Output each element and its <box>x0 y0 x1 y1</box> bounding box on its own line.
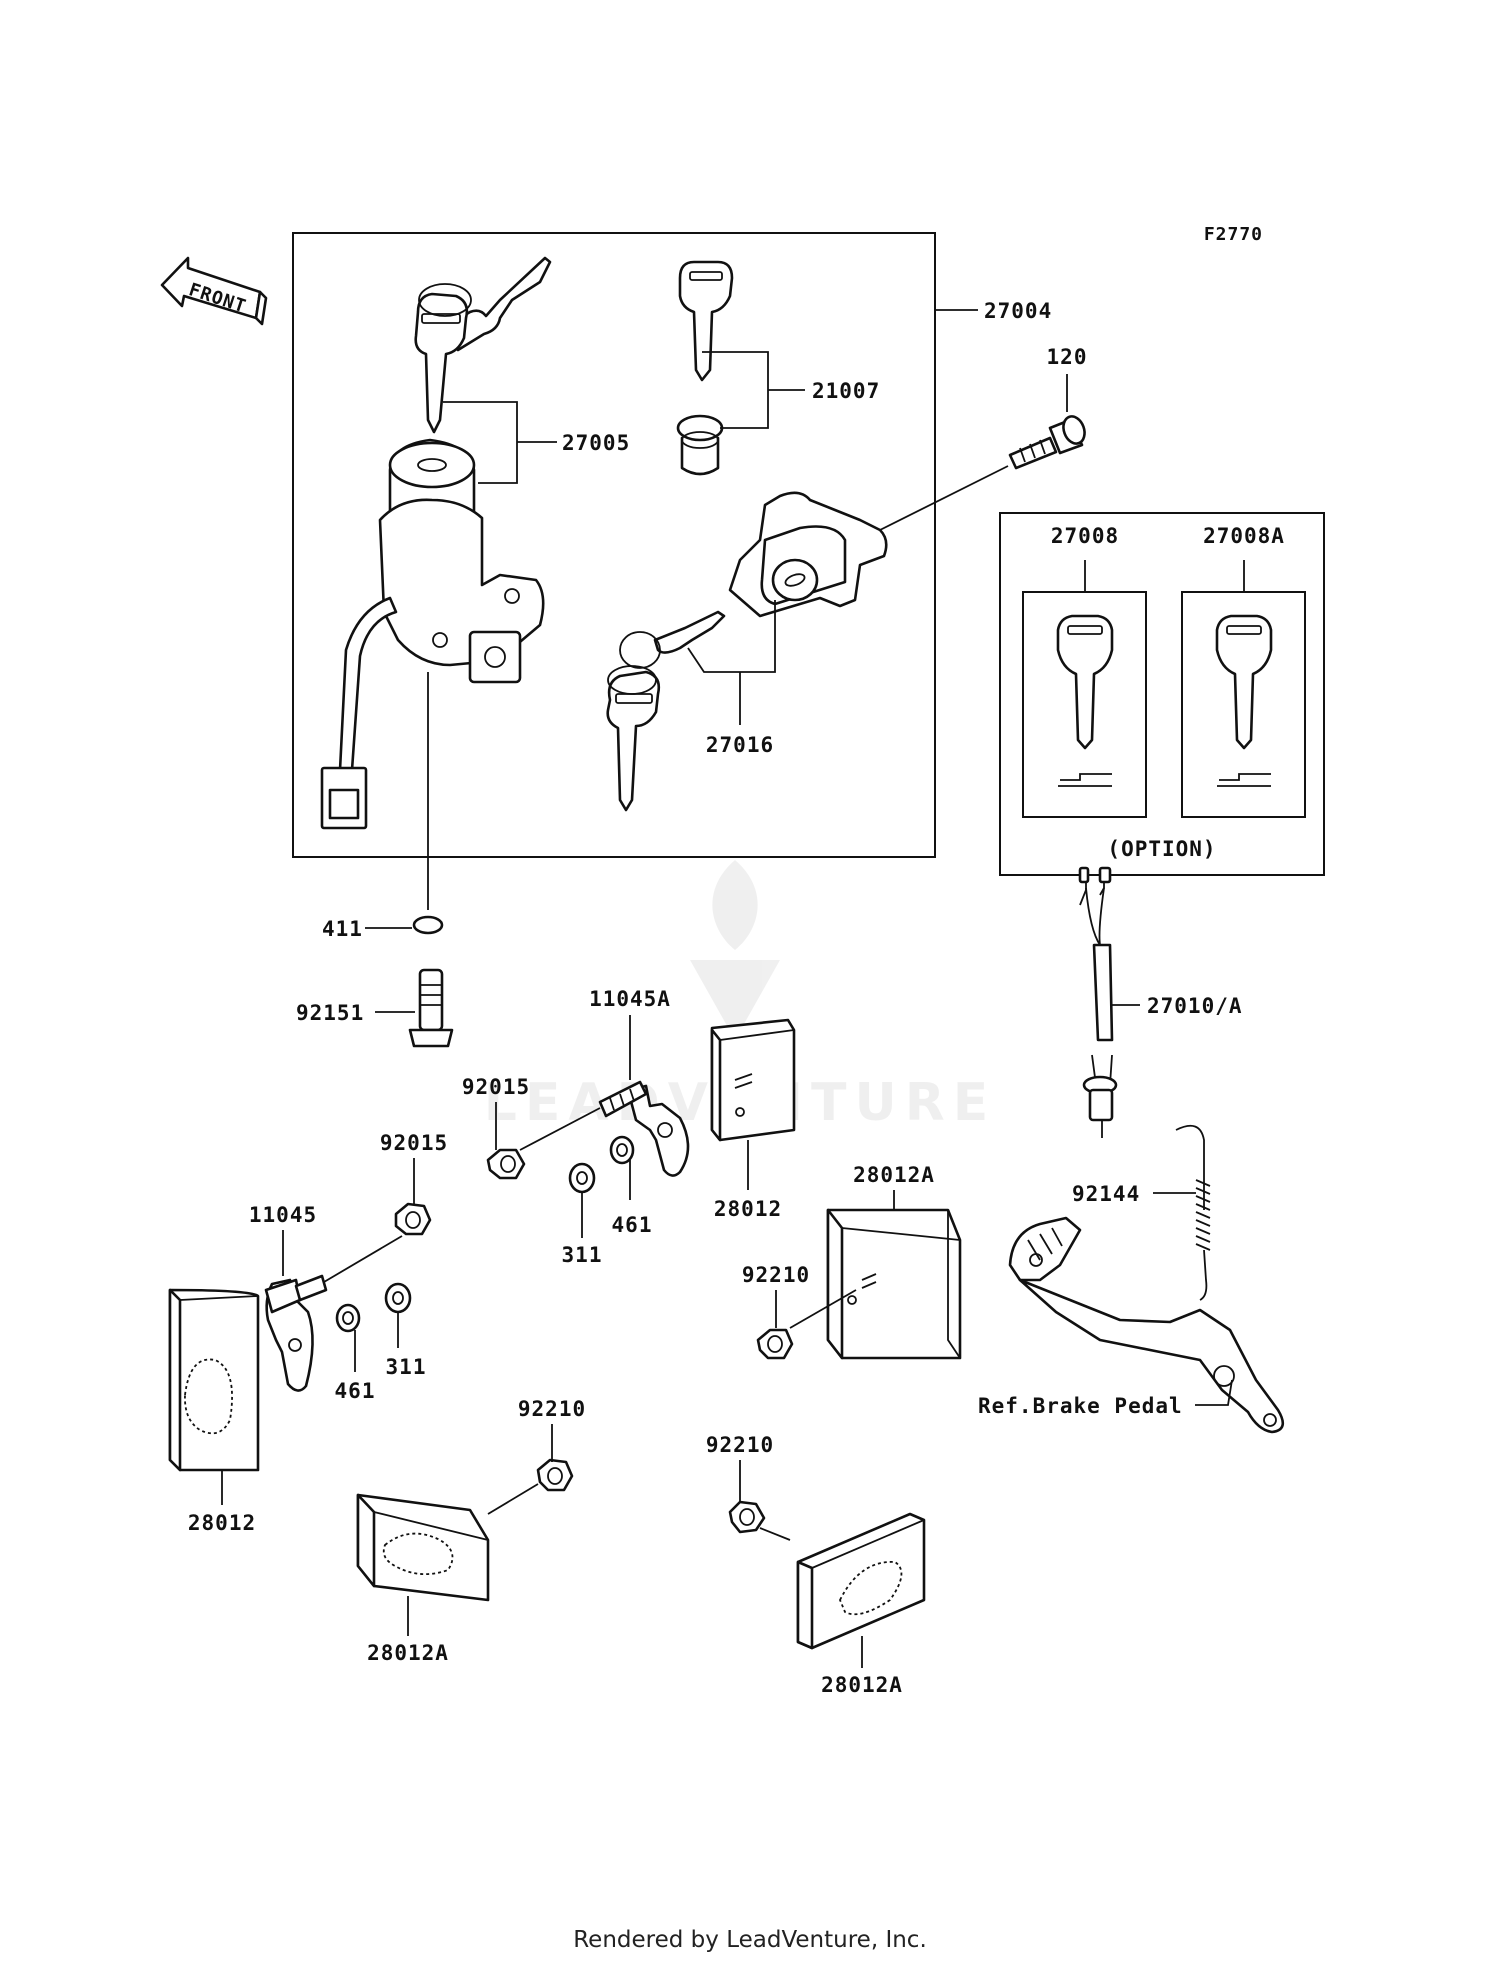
label-461-a[interactable]: 461 <box>612 1213 653 1237</box>
label-120[interactable]: 120 <box>1047 345 1088 369</box>
label-311-b[interactable]: 311 <box>386 1355 427 1379</box>
label-27008A[interactable]: 27008A <box>1203 524 1285 548</box>
lock-cylinder-21007-icon <box>676 414 724 476</box>
label-311-a[interactable]: 311 <box>562 1243 603 1267</box>
leader-27016 <box>687 600 776 725</box>
bracket-11045-icon <box>264 1274 328 1392</box>
label-92151[interactable]: 92151 <box>296 1001 364 1025</box>
label-461-b[interactable]: 461 <box>335 1379 376 1403</box>
reflector-28012-upper-icon <box>710 1018 796 1142</box>
bolt-path-b <box>323 1235 403 1283</box>
front-arrow-icon: FRONT <box>160 256 268 326</box>
reflector-28012A-middle-icon <box>356 1493 490 1602</box>
washer-461-a-icon <box>609 1135 635 1165</box>
figure-ref-code: F2770 <box>1204 224 1263 245</box>
label-21007[interactable]: 21007 <box>812 379 880 403</box>
nut-92015-b-icon <box>394 1202 432 1236</box>
nut-92015-a-icon <box>486 1148 526 1180</box>
label-92015-b[interactable]: 92015 <box>380 1131 448 1155</box>
ignition-switch-icon <box>320 438 545 830</box>
label-28012-b[interactable]: 28012 <box>188 1511 256 1535</box>
option-box <box>999 512 1325 876</box>
bolt-path-a <box>519 1107 601 1151</box>
label-27004[interactable]: 27004 <box>984 299 1052 323</box>
label-ref-brake-pedal[interactable]: Ref.Brake Pedal <box>978 1394 1183 1418</box>
washer-461-b-icon <box>335 1303 361 1333</box>
label-28012A-a[interactable]: 28012A <box>853 1163 935 1187</box>
bracket-11045A-icon <box>598 1080 690 1177</box>
label-28012A-c[interactable]: 28012A <box>821 1673 903 1697</box>
label-27010A[interactable]: 27010/A <box>1147 994 1243 1018</box>
label-27005[interactable]: 27005 <box>562 431 630 455</box>
seat-lock-icon <box>728 491 888 618</box>
seat-lock-keys-icon <box>606 610 726 812</box>
label-92144[interactable]: 92144 <box>1072 1182 1140 1206</box>
bolt-92151-icon <box>408 968 454 1048</box>
bolt-path-c <box>789 1289 857 1329</box>
nut-311-a-icon <box>568 1162 596 1194</box>
nut-92210-c-icon <box>728 1500 766 1534</box>
reflector-28012A-upper-icon <box>826 1208 962 1360</box>
label-92210-a[interactable]: 92210 <box>742 1263 810 1287</box>
screw-120-icon <box>1008 415 1086 470</box>
reflector-28012A-lower-icon <box>796 1512 926 1650</box>
leader-ref-brake <box>1195 1379 1233 1406</box>
brake-switch-icon <box>1078 866 1118 1138</box>
nut-92210-a-icon <box>756 1328 794 1360</box>
key-blank-27008-icon <box>1056 614 1114 787</box>
reflector-28012-lower-icon <box>168 1288 260 1472</box>
screw-path <box>879 465 1009 531</box>
label-92210-c[interactable]: 92210 <box>706 1433 774 1457</box>
label-11045A[interactable]: 11045A <box>589 987 671 1011</box>
label-27008[interactable]: 27008 <box>1051 524 1119 548</box>
label-11045[interactable]: 11045 <box>249 1203 317 1227</box>
key-21007-icon <box>678 260 734 382</box>
spring-92144-icon <box>1175 1124 1211 1301</box>
nut-311-b-icon <box>384 1282 412 1314</box>
ignition-kit-box <box>292 232 936 858</box>
bolt-path-e <box>759 1527 791 1541</box>
label-28012A-b[interactable]: 28012A <box>367 1641 449 1665</box>
footer-credit: Rendered by LeadVenture, Inc. <box>573 1927 927 1953</box>
leader-21007 <box>702 351 805 429</box>
label-27016[interactable]: 27016 <box>706 733 774 757</box>
leader-27005 <box>443 401 557 484</box>
ignition-keys-icon <box>414 256 552 434</box>
bolt-path-d <box>487 1483 539 1515</box>
label-411[interactable]: 411 <box>322 917 363 941</box>
key-blank-27008A-icon <box>1215 614 1273 787</box>
label-92210-b[interactable]: 92210 <box>518 1397 586 1421</box>
nut-92210-b-icon <box>536 1458 574 1492</box>
brake-pedal-icon <box>1008 1216 1285 1434</box>
washer-411-icon <box>412 915 444 935</box>
option-label: (OPTION) <box>1107 837 1216 861</box>
label-92015-a[interactable]: 92015 <box>462 1075 530 1099</box>
label-28012-a[interactable]: 28012 <box>714 1197 782 1221</box>
